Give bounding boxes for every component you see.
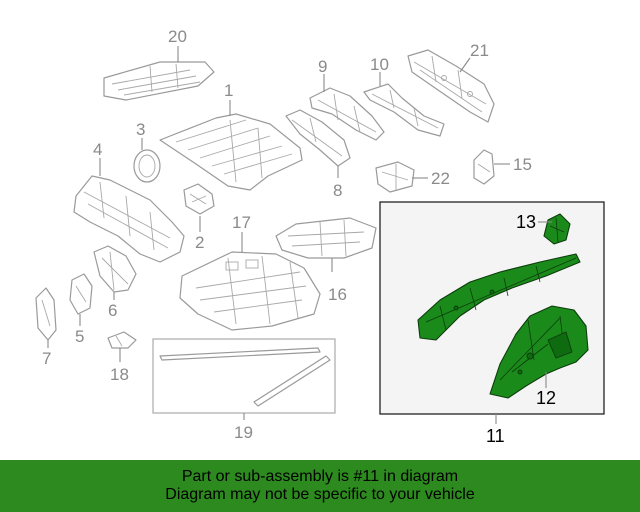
callout-8[interactable]: 8: [333, 181, 342, 200]
part-16-trunk-tray[interactable]: [275, 217, 377, 259]
banner-line-1: Part or sub-assembly is #11 in diagram: [181, 468, 459, 485]
callout-20[interactable]: 20: [168, 27, 187, 46]
callout-22[interactable]: 22: [431, 169, 450, 188]
part-8-crossmember[interactable]: [285, 109, 351, 167]
part-21-rear-panel[interactable]: [407, 49, 495, 123]
part-1-floor-panel[interactable]: [159, 113, 303, 191]
part-17-floor-liner[interactable]: [179, 251, 321, 331]
part-3-grommet[interactable]: [133, 149, 161, 183]
leader-21: [459, 57, 471, 73]
part-11-rail[interactable]: [417, 253, 581, 341]
callout-4[interactable]: 4: [93, 140, 102, 159]
callout-7[interactable]: 7: [42, 349, 51, 368]
part-7-panel[interactable]: [35, 287, 57, 341]
parts-diagram: 20 1 3 2 4 6 5 7: [35, 27, 605, 446]
callout-1[interactable]: 1: [224, 81, 233, 100]
part-15-bracket[interactable]: [473, 149, 495, 185]
part-2-plug[interactable]: [183, 183, 215, 215]
part-20-floor-panel[interactable]: [103, 61, 215, 101]
callout-16[interactable]: 16: [328, 285, 347, 304]
banner-line-2: Diagram may not be specific to your vehi…: [165, 486, 475, 503]
callout-17[interactable]: 17: [232, 213, 251, 232]
callout-3[interactable]: 3: [136, 120, 145, 139]
part-6-bracket[interactable]: [93, 245, 137, 293]
part-22-bracket[interactable]: [375, 161, 415, 193]
callout-18[interactable]: 18: [110, 365, 129, 384]
part-5-bracket[interactable]: [69, 273, 93, 315]
callout-21[interactable]: 21: [470, 41, 489, 60]
callout-12[interactable]: 12: [536, 388, 556, 408]
callout-11[interactable]: 11: [486, 426, 505, 446]
callout-5[interactable]: 5: [75, 327, 84, 346]
part-10-reinforcement[interactable]: [363, 83, 445, 137]
part-12-wheelhouse-inner[interactable]: [489, 305, 589, 399]
callout-6[interactable]: 6: [108, 301, 117, 320]
part-18-clip[interactable]: [107, 331, 137, 349]
part-4-side-member[interactable]: [73, 175, 185, 263]
part-19-seal-strips[interactable]: [159, 347, 331, 407]
callout-9[interactable]: 9: [318, 57, 327, 76]
callout-19[interactable]: 19: [234, 423, 253, 442]
info-banner: Part or sub-assembly is #11 in diagram D…: [0, 460, 640, 512]
part-9-rear-member[interactable]: [309, 87, 385, 141]
callout-2[interactable]: 2: [195, 233, 204, 252]
assembly-11-box: [379, 201, 605, 415]
callout-15[interactable]: 15: [513, 155, 532, 174]
callout-10[interactable]: 10: [370, 55, 389, 74]
callout-13[interactable]: 13: [516, 212, 536, 232]
